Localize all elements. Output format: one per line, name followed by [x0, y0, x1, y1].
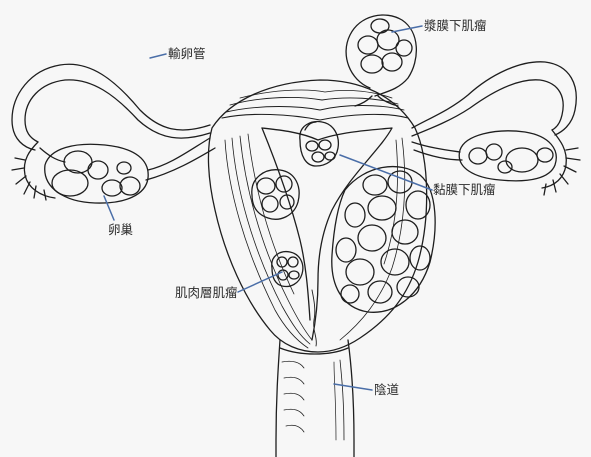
- label-vagina: 陰道: [374, 384, 399, 397]
- right-ovary: [412, 131, 556, 181]
- uterus-body: [208, 80, 426, 352]
- pointer-oviduct: [150, 54, 166, 58]
- intramural-myoma-lower: [272, 252, 303, 287]
- vagina: [276, 340, 354, 457]
- large-myoma-right: [332, 167, 435, 313]
- pointer-subserosal: [392, 26, 422, 32]
- label-intramural-myoma: 肌肉層肌瘤: [175, 287, 238, 300]
- pointer-lines: [104, 26, 432, 390]
- label-ovary: 卵巢: [108, 224, 133, 237]
- submucosal-myoma: [300, 122, 339, 166]
- label-submucosal-myoma: 黏膜下肌瘤: [433, 184, 496, 197]
- pointer-ovary: [104, 196, 114, 220]
- pointer-submucosal: [340, 155, 432, 190]
- label-oviduct: 輸卵管: [168, 48, 206, 61]
- label-subserosal-myoma: 漿膜下肌瘤: [424, 20, 487, 33]
- right-fallopian-tube: [412, 62, 580, 195]
- left-ovary: [45, 138, 215, 203]
